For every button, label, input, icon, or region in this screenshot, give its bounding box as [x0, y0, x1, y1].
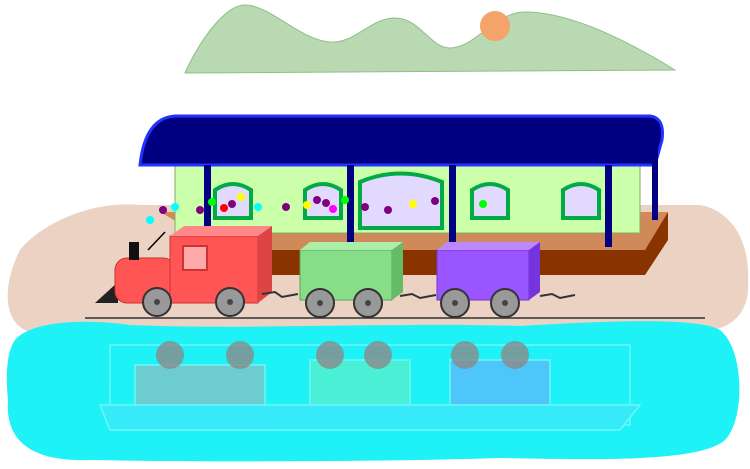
water	[6, 321, 740, 462]
roof-pillars	[204, 140, 658, 247]
wheel-hubs	[154, 299, 508, 306]
locomotive	[95, 226, 272, 304]
sun	[480, 11, 510, 41]
green-car	[299, 242, 403, 301]
reflection	[98, 344, 642, 431]
station-roof	[138, 114, 664, 167]
mountains	[184, 4, 677, 74]
couplings	[261, 290, 576, 300]
smoke-dots	[146, 193, 487, 224]
reflection-wheels	[156, 341, 529, 369]
